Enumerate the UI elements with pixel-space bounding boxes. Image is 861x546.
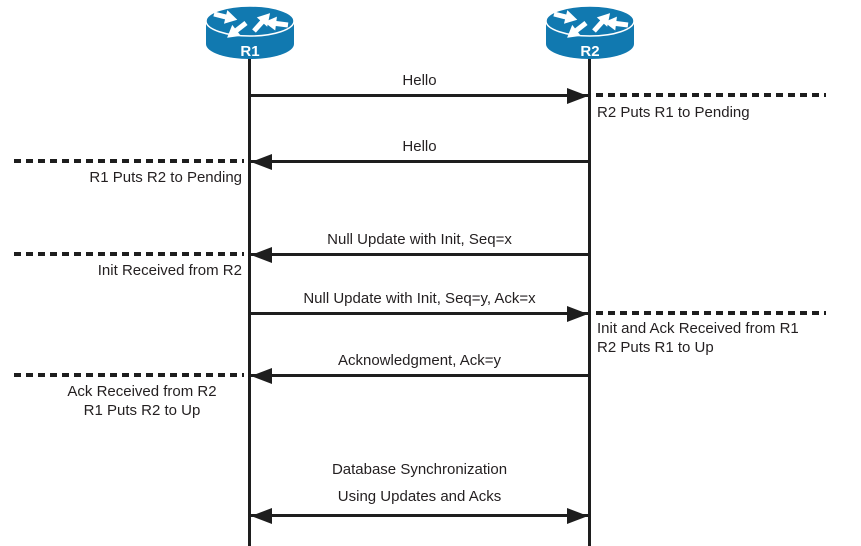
router-top-face [545, 5, 635, 37]
router-r2: R2 [544, 4, 636, 64]
router-arrows-icon [553, 10, 629, 38]
state-dashed-line-r2-up [596, 311, 826, 315]
lifeline-r1 [248, 54, 251, 546]
arrow-line [251, 507, 588, 524]
annotation-r2-puts-r1-pending: R2 Puts R1 to Pending [597, 103, 750, 122]
arrowhead-left-icon [251, 153, 272, 170]
annotation-ack-received-from-r2: Ack Received from R2 R1 Puts R2 to Up [40, 382, 244, 420]
message-hello-r2-to-r1: Hello [251, 137, 588, 170]
arrow-line [251, 153, 588, 170]
lifeline-r2 [588, 54, 591, 546]
message-database-synchronization: Database Synchronization Using Updates a… [251, 460, 588, 524]
state-dashed-line-r2-pending [596, 93, 826, 97]
message-label: Null Update with Init, Seq=x [327, 231, 512, 248]
annotation-text: Ack Received from R2 [67, 383, 217, 400]
arrowhead-right-icon [567, 507, 588, 524]
message-null-update-init-seqx: Null Update with Init, Seq=x [251, 230, 588, 263]
annotation-init-ack-received-from-r1: Init and Ack Received from R1 R2 Puts R1… [597, 319, 799, 357]
arrow-line [251, 305, 588, 322]
state-dashed-line-r1-pending [14, 159, 244, 163]
message-hello-r1-to-r2: Hello [251, 71, 588, 104]
state-dashed-line-init-received [14, 252, 244, 256]
annotation-r1-puts-r2-pending: R1 Puts R2 to Pending [14, 168, 242, 187]
message-label-line2: Using Updates and Acks [337, 488, 502, 505]
arrow-line [251, 87, 588, 104]
router-label: R1 [240, 43, 259, 60]
arrowhead-right-icon [567, 305, 588, 322]
router-top-face [205, 5, 295, 37]
router-r1: R1 [204, 4, 296, 64]
message-null-update-init-seqy-ackx: Null Update with Init, Seq=y, Ack=x [251, 289, 588, 322]
annotation-init-received-from-r2: Init Received from R2 [14, 261, 242, 280]
router-arrows-icon [213, 10, 289, 38]
arrowhead-left-icon [251, 367, 272, 384]
message-acknowledgment-acky: Acknowledgment, Ack=y [251, 351, 588, 384]
router-icon: R2 [545, 5, 635, 60]
message-label: Acknowledgment, Ack=y [337, 352, 501, 369]
message-label-line1: Database Synchronization [331, 461, 508, 478]
annotation-text: R1 Puts R2 to Up [83, 402, 201, 419]
message-label: Hello [402, 138, 437, 155]
router-icon: R1 [205, 5, 295, 60]
router-label: R2 [580, 43, 599, 60]
arrowhead-left-icon [251, 507, 272, 524]
annotation-text: Init and Ack Received from R1 [597, 320, 799, 337]
annotation-text: R2 Puts R1 to Up [597, 339, 714, 356]
arrowhead-right-icon [567, 87, 588, 104]
annotation-text: R1 Puts R2 to Pending [89, 169, 242, 186]
message-label: Null Update with Init, Seq=y, Ack=x [303, 290, 536, 307]
arrow-line [251, 367, 588, 384]
annotation-text: Init Received from R2 [97, 262, 242, 279]
state-dashed-line-r1-up [14, 373, 244, 377]
annotation-text: R2 Puts R1 to Pending [597, 104, 750, 121]
message-label: Hello [402, 72, 437, 89]
arrow-line [251, 246, 588, 263]
arrowhead-left-icon [251, 246, 272, 263]
